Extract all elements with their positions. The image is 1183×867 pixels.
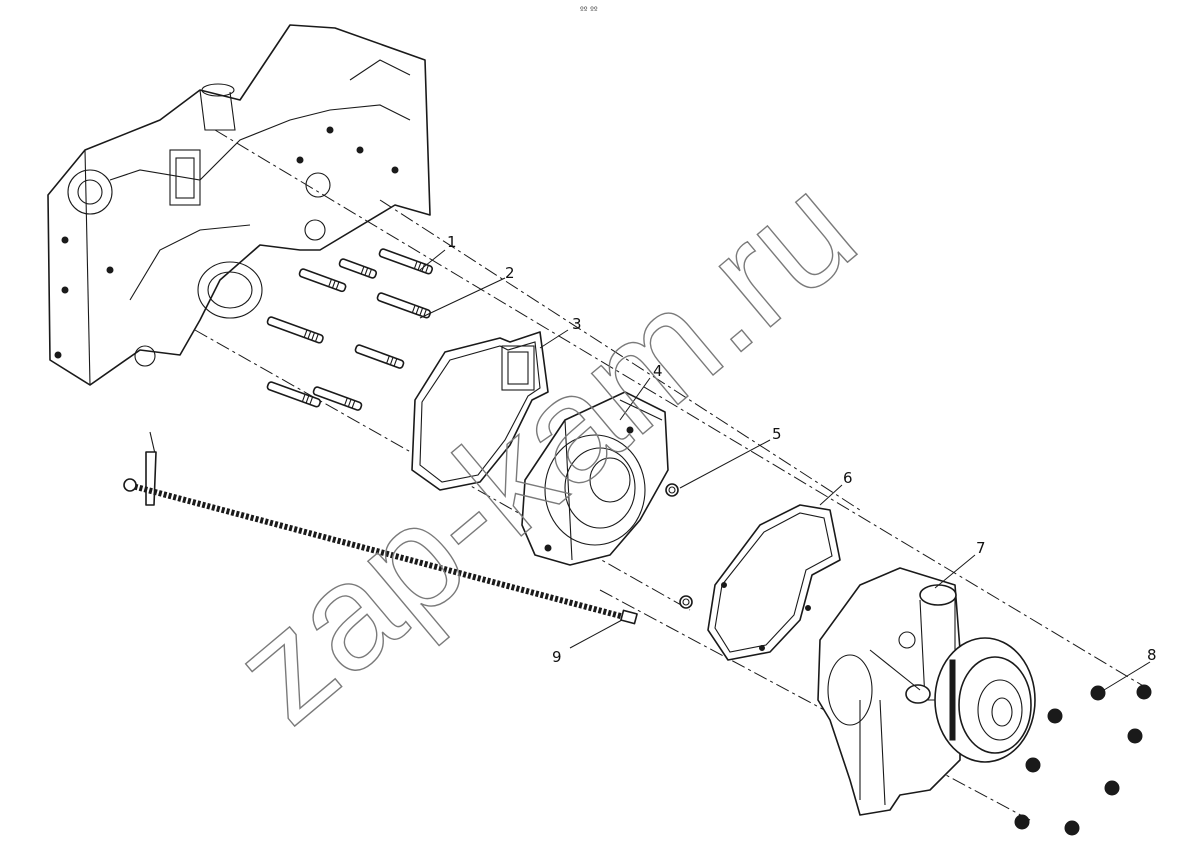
header-mark: ºº ºº: [580, 5, 598, 14]
callout-9: 9: [552, 648, 562, 666]
callout-8: 8: [1147, 646, 1157, 664]
gasket-pump: [707, 504, 841, 661]
pump-adapter-housing: [521, 391, 669, 566]
gasket-large: [411, 331, 549, 491]
callout-3: 3: [572, 315, 582, 333]
callout-2: 2: [505, 264, 515, 282]
water-pump: [817, 567, 1036, 816]
nuts: [1014, 684, 1152, 836]
timing-cover-housing: [47, 24, 431, 386]
leader-lines: [419, 249, 1151, 691]
callout-labels: 1 2 3 4 5 6 7 8 9: [447, 233, 1157, 666]
callout-6: 6: [843, 469, 853, 487]
callout-1: 1: [447, 233, 457, 251]
screws: [665, 483, 693, 609]
bypass-tube: [123, 431, 638, 625]
callout-5: 5: [772, 425, 782, 443]
callout-7: 7: [976, 539, 986, 557]
callout-4: 4: [653, 362, 663, 380]
studs: [266, 248, 434, 411]
